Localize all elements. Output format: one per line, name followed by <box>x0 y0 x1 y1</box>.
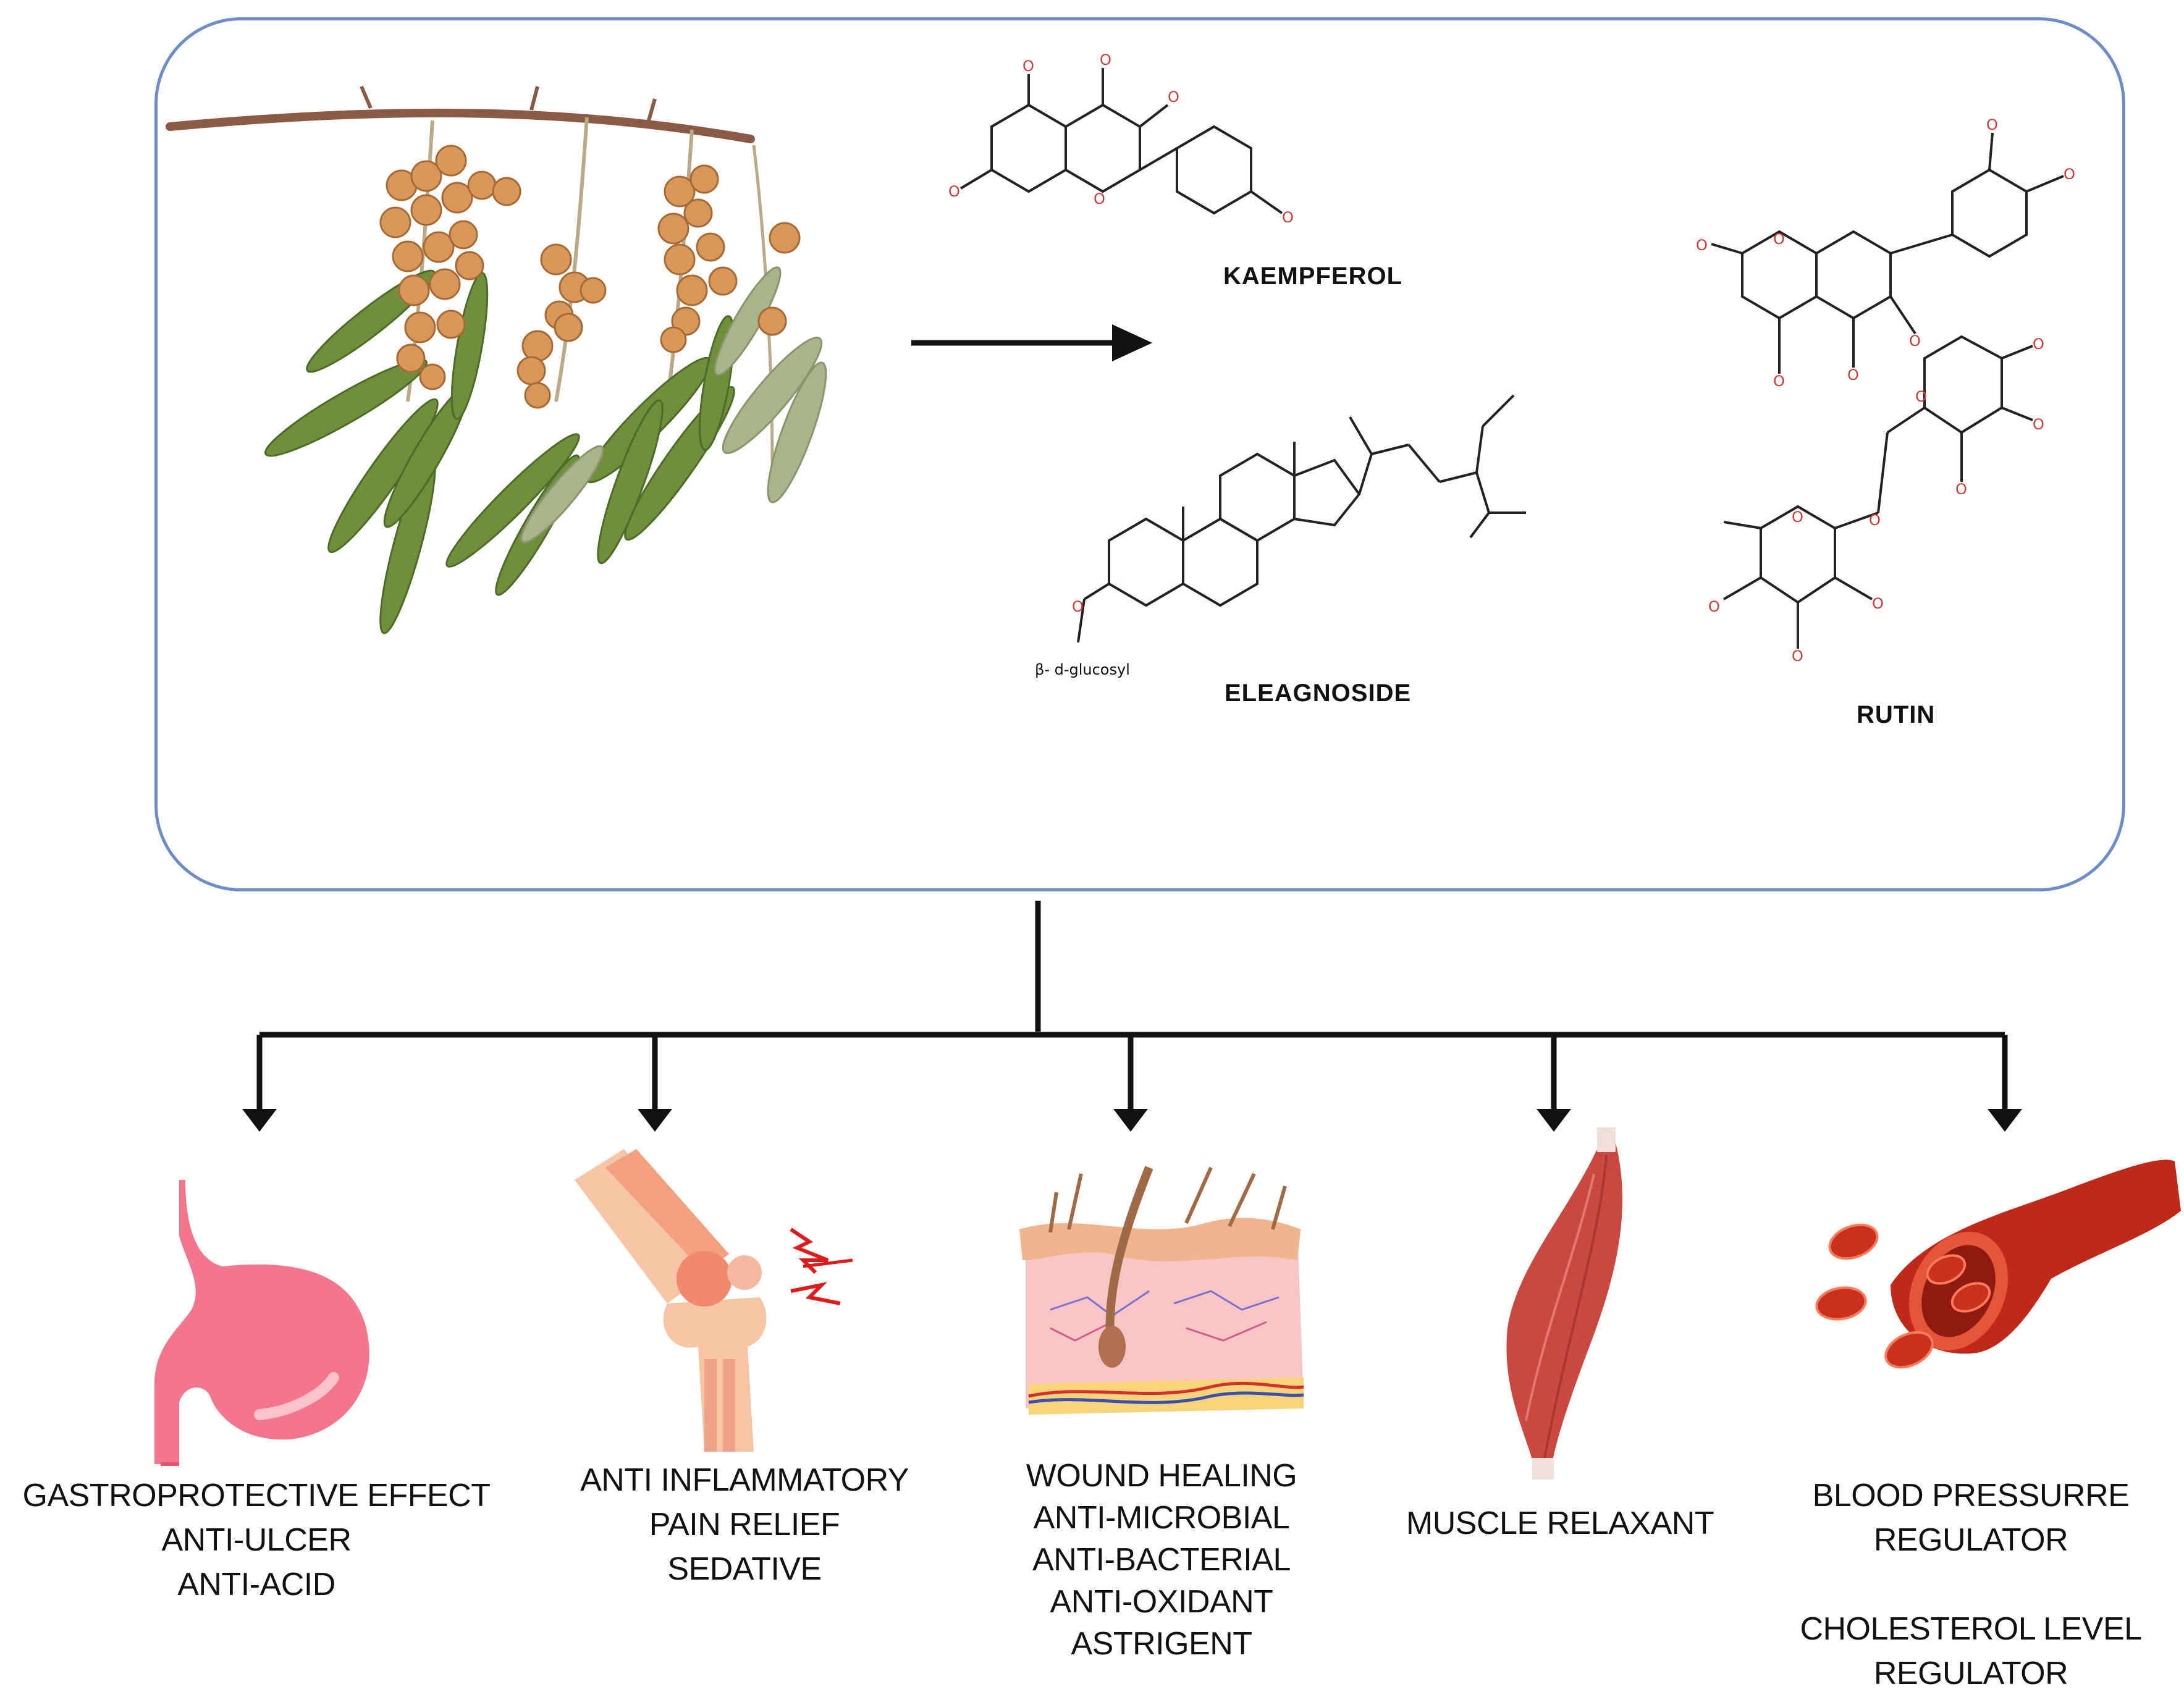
kaempferol-label: KAEMPFEROL <box>1223 263 1402 290</box>
skin-layers-icon <box>1019 1166 1304 1415</box>
rutin-label: RUTIN <box>1857 701 1936 728</box>
rutin-structure <box>1711 132 2064 649</box>
svg-text:O: O <box>1773 230 1785 248</box>
svg-text:O: O <box>1168 88 1179 106</box>
svg-text:O: O <box>1100 51 1111 69</box>
svg-text:O: O <box>1696 237 1708 254</box>
effects-tree-connector <box>256 901 2008 1112</box>
svg-text:O: O <box>1986 116 1998 133</box>
effect-blood-pressure-label: BLOOD PRESSURRE REGULATOR CHOLESTEROL LE… <box>1800 1478 2142 1691</box>
svg-text:O: O <box>1022 57 1034 75</box>
svg-text:O: O <box>2064 166 2075 183</box>
effect-wound-healing-label: WOUND HEALING ANTI-MICROBIAL ANTI-BACTER… <box>1026 1458 1297 1662</box>
oleaster-branch-icon <box>166 85 827 634</box>
eleagnoside-structure <box>1077 394 1526 643</box>
knee-joint-icon <box>575 1149 853 1452</box>
glucosyl-label: β- d-glucosyl <box>1035 661 1130 678</box>
stomach-icon <box>154 1180 369 1466</box>
svg-text:O: O <box>2033 335 2044 353</box>
muscle-icon <box>1506 1127 1623 1480</box>
eleagnoside-label: ELEAGNOSIDE <box>1225 680 1412 707</box>
svg-text:O: O <box>1792 508 1803 526</box>
svg-text:O: O <box>1847 366 1859 384</box>
effect-anti-inflammatory-label: ANTI INFLAMMATORY PAIN RELIEF SEDATIVE <box>580 1462 909 1587</box>
svg-text:O: O <box>1869 512 1881 529</box>
source-panel <box>154 17 2125 891</box>
svg-text:O: O <box>948 183 960 200</box>
svg-text:O: O <box>1792 647 1803 665</box>
svg-text:O: O <box>1909 332 1921 350</box>
effect-muscle-relaxant-label: MUSCLE RELAXANT <box>1406 1505 1714 1541</box>
kaempferol-structure <box>959 68 1283 215</box>
svg-text:O: O <box>1915 388 1927 405</box>
svg-text:O: O <box>1708 598 1720 615</box>
svg-text:O: O <box>1094 190 1105 208</box>
svg-text:O: O <box>1955 481 1967 498</box>
svg-text:O: O <box>1872 595 1884 612</box>
svg-text:O: O <box>2033 416 2044 433</box>
svg-text:O: O <box>1282 209 1294 226</box>
blood-vessel-icon <box>1815 1160 2181 1369</box>
svg-text:O: O <box>1773 373 1785 390</box>
svg-text:O: O <box>1072 598 1084 615</box>
effect-gastroprotective-label: GASTROPROTECTIVE EFFECT ANTI-ULCER ANTI-… <box>22 1478 491 1602</box>
